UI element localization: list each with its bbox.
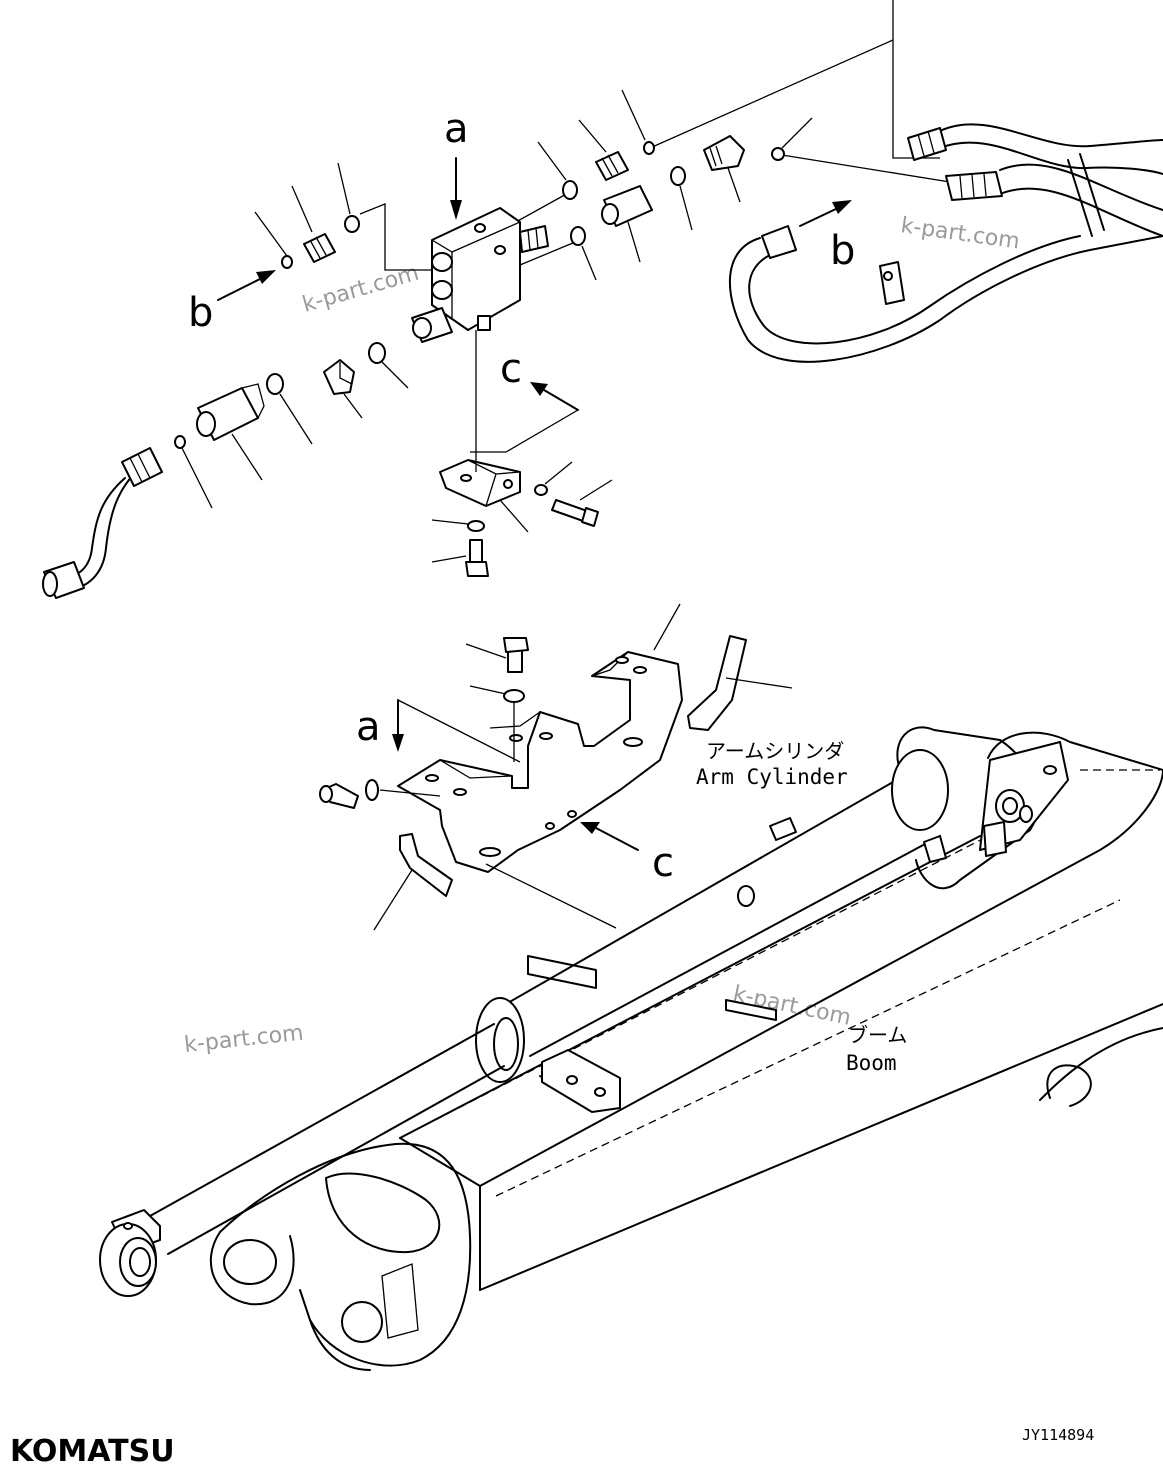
leader-10: [781, 117, 813, 149]
valve-right-fitting: [519, 225, 549, 253]
boom-label-jp: ブーム: [848, 1023, 907, 1047]
leader-11: [627, 221, 641, 263]
callout-c-top: c: [500, 346, 579, 411]
washer-small-2: [467, 520, 485, 532]
watermark-top-left: k-part.com: [300, 261, 422, 318]
large-bracket: [397, 651, 683, 873]
valve-front-fitting: [411, 307, 453, 343]
plug: [323, 359, 355, 395]
leader-8: [727, 167, 741, 203]
cylinder-boss: [737, 885, 755, 907]
hose-right-assembly: [729, 123, 1163, 363]
o-ring-left-1: [344, 215, 360, 233]
leader-line-oring-top: [649, 39, 894, 149]
watermark-bottom-left: k-part.com: [183, 1021, 305, 1058]
hose-left: [42, 447, 163, 599]
fitting-top-elbow: [703, 135, 745, 171]
leader-5: [537, 141, 567, 181]
mounting-bracket-small: [439, 459, 521, 507]
leader-4: [359, 203, 432, 271]
bolt-large-2: [319, 783, 359, 809]
leader-9: [679, 185, 693, 231]
cylinder-port-1: [923, 835, 947, 863]
valve-assembly: [42, 0, 1163, 599]
o-ring-top-1: [562, 180, 578, 200]
o-ring-top-4: [771, 147, 785, 161]
boom-label-en: Boom: [846, 1051, 897, 1075]
clamp-strap-right: [687, 635, 747, 731]
leader-20: [579, 479, 613, 501]
o-ring-top-3: [670, 166, 686, 186]
leader-23: [465, 643, 507, 659]
svg-text:b: b: [830, 228, 855, 274]
arm-cylinder-label-jp: アームシリンダ: [706, 739, 844, 763]
svg-text:c: c: [500, 346, 522, 392]
washer-small-1: [534, 484, 548, 496]
leader-12: [581, 245, 597, 281]
callout-b-left: b: [188, 270, 276, 336]
valve-body: [431, 207, 521, 331]
leader-3: [337, 162, 351, 215]
komatsu-logo: KOMATSU: [10, 1434, 175, 1469]
leader-6: [578, 119, 607, 153]
o-ring-front-1: [368, 342, 386, 364]
o-ring-front-3: [174, 435, 186, 449]
arm-cylinder-label-en: Arm Cylinder: [696, 765, 848, 789]
drawing-code: JY114894: [1022, 1426, 1094, 1444]
callout-a-top: a: [444, 106, 469, 220]
svg-text:a: a: [356, 704, 381, 750]
o-ring-top-2: [643, 141, 655, 155]
svg-text:c: c: [652, 840, 674, 886]
bolt-small-1: [551, 499, 599, 527]
leader-13: [381, 361, 409, 389]
leader-17: [181, 447, 213, 509]
rod-end-eye: [99, 1209, 161, 1297]
cylinder-head-end: [891, 726, 1069, 890]
leader-28: [373, 869, 413, 931]
callout-b-right: b: [799, 200, 855, 274]
leader-line-top: [892, 0, 940, 159]
bolt-large-1: [503, 637, 529, 673]
washer-large-2: [365, 779, 379, 801]
leader-line-valve-axis-2: [519, 239, 581, 266]
cylinder-port-2: [769, 817, 797, 841]
leader-bracket-large: [653, 603, 681, 651]
leader-1: [254, 211, 288, 257]
washer-large-1: [503, 689, 525, 703]
fitting-left-small: [303, 233, 336, 263]
leader-14: [343, 393, 363, 419]
fitting-top-straight: [595, 151, 629, 181]
o-ring-front-2: [266, 373, 284, 395]
callout-a-middle: a: [356, 699, 521, 763]
o-ring-mid: [570, 226, 586, 246]
o-ring-left-2: [281, 255, 293, 269]
leader-16: [231, 433, 263, 481]
leader-24: [469, 685, 507, 695]
svg-text:a: a: [444, 106, 469, 152]
leader-21: [431, 519, 469, 525]
leader-26: [379, 789, 441, 797]
leader-2: [291, 185, 313, 233]
leader-line-oring-right: [781, 154, 951, 183]
clamp-strap-left: [399, 833, 453, 897]
coupling-top: [601, 185, 653, 227]
coupling-front: [196, 383, 265, 441]
leader-22: [431, 555, 467, 563]
bolt-small-2: [465, 539, 489, 577]
leader-bracket-c: [470, 409, 579, 453]
leader-7: [621, 89, 646, 141]
leader-27: [725, 677, 793, 689]
leader-18: [499, 499, 529, 533]
watermark-top-right: k-part.com: [899, 213, 1021, 254]
leader-19: [544, 461, 573, 485]
leader-15: [279, 393, 313, 445]
callout-c-middle: c: [580, 822, 674, 886]
leader-bracket-to-boom: [485, 863, 617, 929]
svg-text:b: b: [188, 290, 213, 336]
arm-cylinder: [99, 726, 1069, 1297]
